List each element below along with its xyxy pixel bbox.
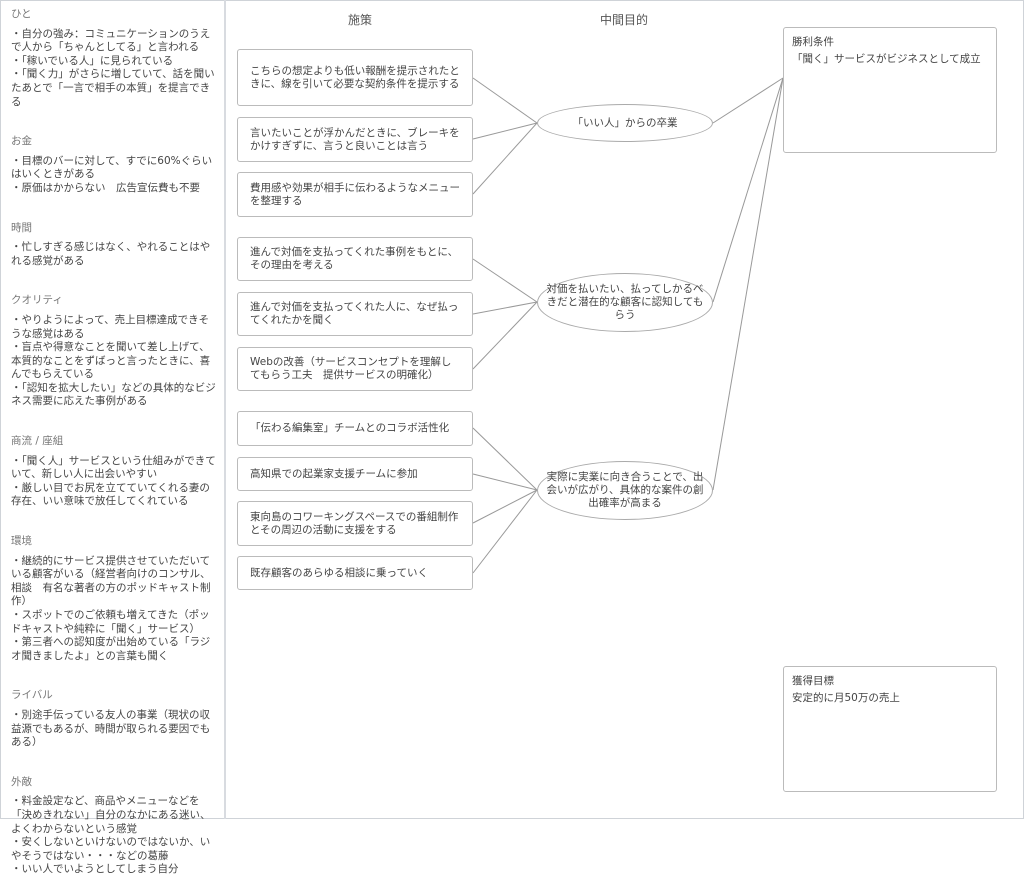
factor-item: ・忙しすぎる感じはなく、やれることはやれる感覚がある [11,241,211,267]
factor-section: クオリティ・やりようによって、売上目標達成できそうな感覚はある・盲点や得意なこと… [11,294,216,409]
connector [472,301,538,370]
measure-box[interactable]: 進んで対価を支払ってくれた人に、なぜ払ってくれたかを聞く [237,292,473,336]
factor-item: ・いい人でいようとしてしまう自分 [11,863,179,876]
connector [472,489,538,524]
measure-box[interactable]: Webの改善（サービスコンセプトを理解してもらう工夫 提供サービスの明確化） [237,347,473,391]
connector [472,427,538,491]
left-panel: ひと・自分の強み：コミュニケーションのうえで人から「ちゃんとしてる」と言われる・… [0,0,226,875]
measure-box[interactable]: 既存顧客のあらゆる相談に乗っていく [237,556,473,590]
win-condition-box[interactable]: 勝利条件 「聞く」サービスがビジネスとして成立 [783,27,997,153]
connector [472,258,538,303]
factor-item: ・継続的にサービス提供させていただいている顧客がいる（経営者向けのコンサル、相談… [11,554,211,608]
factor-section: お金・目標のバーに対して、すでに60%ぐらいはいくときがある・原価はかからない … [11,135,216,195]
factor-title: 時間 [11,221,32,234]
measure-box[interactable]: 言いたいことが浮かんだときに、ブレーキをかけすぎずに、言うと良いことは言う [237,117,473,162]
factor-item: ・「稼いでいる人」に見られている [11,54,174,67]
connector [472,122,538,195]
goal-ellipse[interactable]: 対価を払いたい、払ってしかるべきだと潜在的な顧客に認知してもらう [537,273,713,332]
factor-item: ・厳しい目でお尻を立てていてくれる妻の存在、いい意味で放任してくれている [11,481,210,508]
measure-box[interactable]: こちらの想定よりも低い報酬を提示されたときに、線を引いて必要な契約条件を提示する [237,49,473,106]
factor-item: ・原価はかからない 広告宣伝費も不要 [11,181,200,194]
connector [472,122,538,140]
factor-item: ・第三者への認知度が出始めている「ラジオ聞きましたよ」との言葉も聞く [11,636,211,662]
factor-title: 環境 [11,535,32,548]
connector [712,77,784,491]
connector [472,473,538,491]
measures-header: 施策 [348,13,373,27]
connector [472,301,538,315]
target-box[interactable]: 獲得目標 安定的に月50万の売上 [783,666,997,792]
factor-title: クオリティ [11,294,63,307]
factor-item: ・安くしないといけないのではないか、いやそうではない・・・などの葛藤 [11,836,211,862]
goal-ellipse[interactable]: 実際に実業に向き合うことで、出会いが広がり、具体的な案件の創出確率が高まる [537,461,713,520]
win-condition-title: 勝利条件 [792,36,834,48]
factor-title: お金 [11,135,32,148]
intermediate-header: 中間目的 [600,13,649,27]
win-condition-text: 「聞く」サービスがビジネスとして成立 [792,53,981,65]
factor-item: ・「聞く力」がさらに増していて、話を聞いたあとで「一言で相手の本質」を提言できる [11,68,215,108]
factor-item: ・「聞く人」サービスという仕組みができていて、新しい人に出会いやすい [11,454,216,481]
connector [712,77,784,303]
target-text: 安定的に月50万の売上 [792,692,900,704]
factor-item: ・盲点や得意なことを聞いて差し上げて、本質的なことをずばっと言ったときに、喜んで… [11,341,211,381]
factor-section: 環境・継続的にサービス提供させていただいている顧客がいる（経営者向けのコンサル、… [11,535,216,663]
target-title: 獲得目標 [792,675,834,687]
measure-box[interactable]: 高知県での起業家支援チームに参加 [237,457,473,491]
measure-box[interactable]: 「伝わる編集室」チームとのコラボ活性化 [237,411,473,446]
factor-item: ・自分の強み：コミュニケーションのうえで人から「ちゃんとしてる」と言われる [11,27,211,54]
goal-ellipse[interactable]: 「いい人」からの卒業 [537,104,713,142]
factor-title: 外敵 [11,775,32,788]
factor-item: ・別途手伝っている友人の事業（現状の収益源でもあるが、時間が取られる要因でもある… [11,708,211,749]
measure-box[interactable]: 進んで対価を支払ってくれた事例をもとに、その理由を考える [237,237,473,281]
factor-section: 商流 / 座組・「聞く人」サービスという仕組みができていて、新しい人に出会いやす… [11,435,216,509]
factor-item: ・やりようによって、売上目標達成できそうな感覚はある [11,313,210,340]
factor-title: ライバル [11,689,53,702]
connector [472,77,538,124]
factor-item: ・「認知を拡大したい」などの具体的なビジネス需要に応えた事例がある [11,381,216,408]
factor-item: ・スポットでのご依頼も増えてきた（ポッドキャストや純粋に「聞く」サービス） [11,609,210,635]
measure-box[interactable]: 東向島のコワーキングスペースでの番組制作とその周辺の活動に支援をする [237,501,473,546]
factor-section: ひと・自分の強み：コミュニケーションのうえで人から「ちゃんとしてる」と言われる・… [11,8,216,109]
connector-lines [472,77,784,574]
factor-section: 時間・忙しすぎる感じはなく、やれることはやれる感覚がある [11,222,216,269]
measure-box[interactable]: 費用感や効果が相手に伝わるようなメニューを整理する [237,172,473,217]
factor-item: ・目標のバーに対して、すでに60%ぐらいはいくときがある [11,154,213,181]
factor-title: 商流 / 座組 [11,435,64,448]
factor-title: ひと [11,8,32,20]
factor-section: ライバル・別途手伝っている友人の事業（現状の収益源でもあるが、時間が取られる要因… [11,689,216,749]
connector [472,489,538,574]
connector [712,77,784,124]
